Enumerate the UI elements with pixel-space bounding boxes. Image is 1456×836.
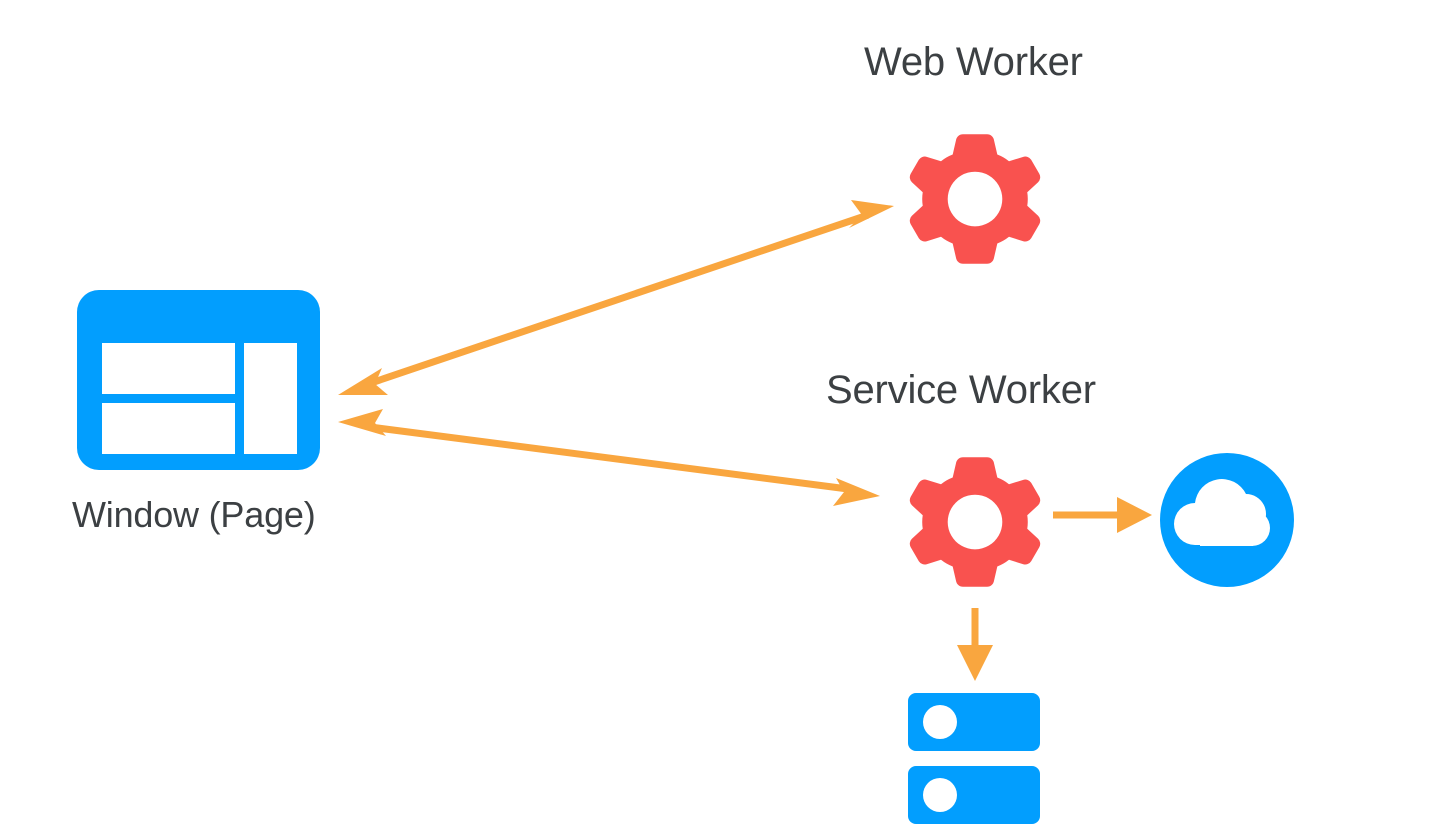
web-worker-label: Web Worker xyxy=(864,40,1083,84)
edge-window-to-service-worker xyxy=(338,409,880,506)
service-worker-gear-icon[interactable] xyxy=(909,457,1041,587)
window-page-label: Window (Page) xyxy=(72,494,316,535)
web-worker-gear-icon[interactable] xyxy=(909,134,1041,264)
edge-service-worker-to-cache xyxy=(957,608,993,681)
browser-window-icon[interactable] xyxy=(77,290,320,470)
edge-service-worker-to-cloud xyxy=(1053,497,1152,533)
service-worker-label: Service Worker xyxy=(826,368,1096,412)
database-server-icon[interactable] xyxy=(908,693,1040,824)
cloud-icon[interactable] xyxy=(1160,453,1294,587)
edge-window-to-web-worker xyxy=(338,200,894,395)
